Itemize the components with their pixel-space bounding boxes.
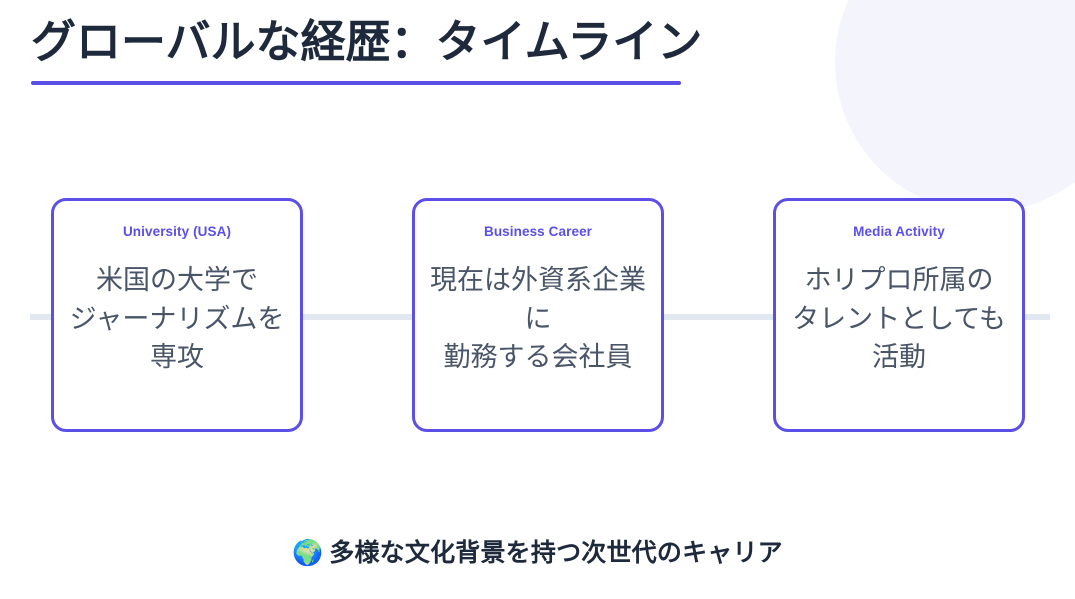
timeline-card-header: University (USA) — [122, 224, 232, 239]
timeline-card-header: Business Career — [483, 224, 593, 239]
timeline-card-header: Media Activity — [853, 224, 945, 239]
title-underline — [31, 81, 681, 86]
timeline-card-business-career[interactable]: Business Career 現在は外資系企業 に 勤務する会社員 — [412, 198, 664, 432]
globe-icon: 🌍 — [292, 538, 324, 567]
timeline-card-body: 米国の大学で ジャーナリズムを 専攻 — [69, 265, 285, 372]
timeline-card-list: University (USA) 米国の大学で ジャーナリズムを 専攻 Busi… — [51, 198, 1025, 434]
timeline: University (USA) 米国の大学で ジャーナリズムを 専攻 Busi… — [0, 198, 1075, 434]
slide-header: グローバルな経歴：タイムライン — [31, 14, 703, 86]
slide-footer: 🌍 多様な文化背景を持つ次世代のキャリア — [0, 538, 1075, 568]
timeline-card-body: 現在は外資系企業 に 勤務する会社員 — [430, 265, 646, 372]
timeline-card-media-activity[interactable]: Media Activity ホリプロ所属の タレントとしても 活動 — [773, 198, 1025, 432]
timeline-card-body: ホリプロ所属の タレントとしても 活動 — [792, 265, 1006, 372]
page-title: グローバルな経歴：タイムライン — [31, 16, 703, 67]
footer-caption: 多様な文化背景を持つ次世代のキャリア — [329, 539, 783, 567]
timeline-card-university[interactable]: University (USA) 米国の大学で ジャーナリズムを 専攻 — [51, 198, 303, 432]
